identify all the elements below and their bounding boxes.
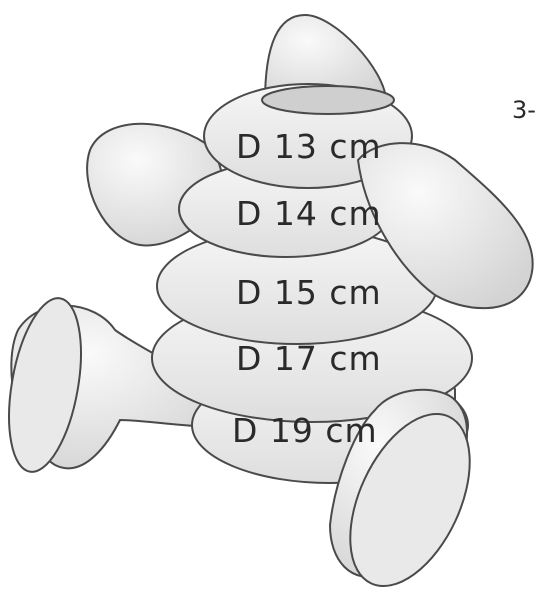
- ring-5-label: D 19 cm: [232, 411, 378, 450]
- ring-1-label: D 13 cm: [236, 127, 382, 166]
- ring-4-label: D 17 cm: [236, 339, 382, 378]
- corner-text: 3-: [512, 96, 536, 124]
- ring-3-label: D 15 cm: [236, 273, 382, 312]
- ring-2-label: D 14 cm: [236, 194, 382, 233]
